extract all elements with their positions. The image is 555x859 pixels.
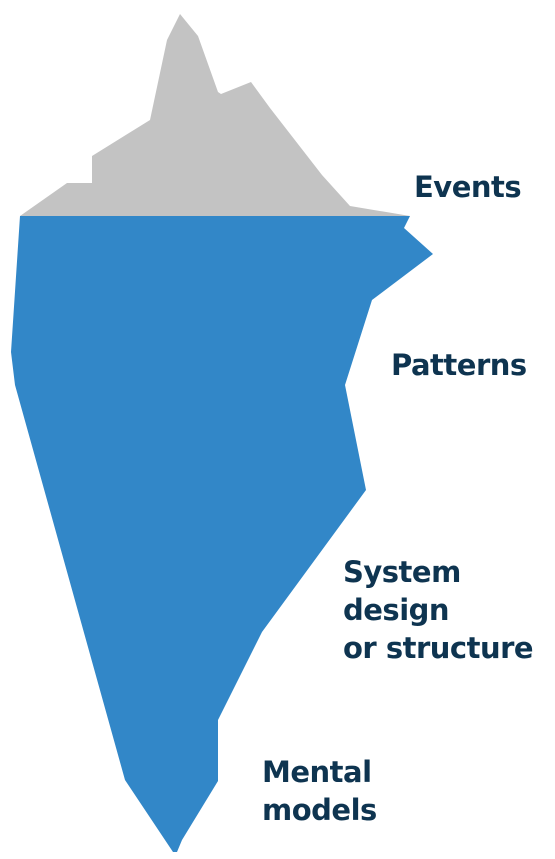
system-text-line2: or structure: [343, 631, 534, 665]
events-text: Events: [414, 170, 522, 204]
system-text-line1: System design: [343, 555, 461, 627]
layer-label-patterns: Patterns: [391, 346, 527, 384]
iceberg-body-below-water: [11, 216, 433, 852]
mental-text-line1: Mental: [262, 755, 372, 789]
layer-label-system-structure: System design or structure: [343, 553, 555, 667]
layer-label-mental-models: Mental models: [262, 753, 377, 829]
mental-text-line2: models: [262, 793, 377, 827]
layer-label-events: Events: [414, 168, 522, 206]
patterns-text: Patterns: [391, 348, 527, 382]
iceberg-tip-above-water: [20, 14, 410, 216]
